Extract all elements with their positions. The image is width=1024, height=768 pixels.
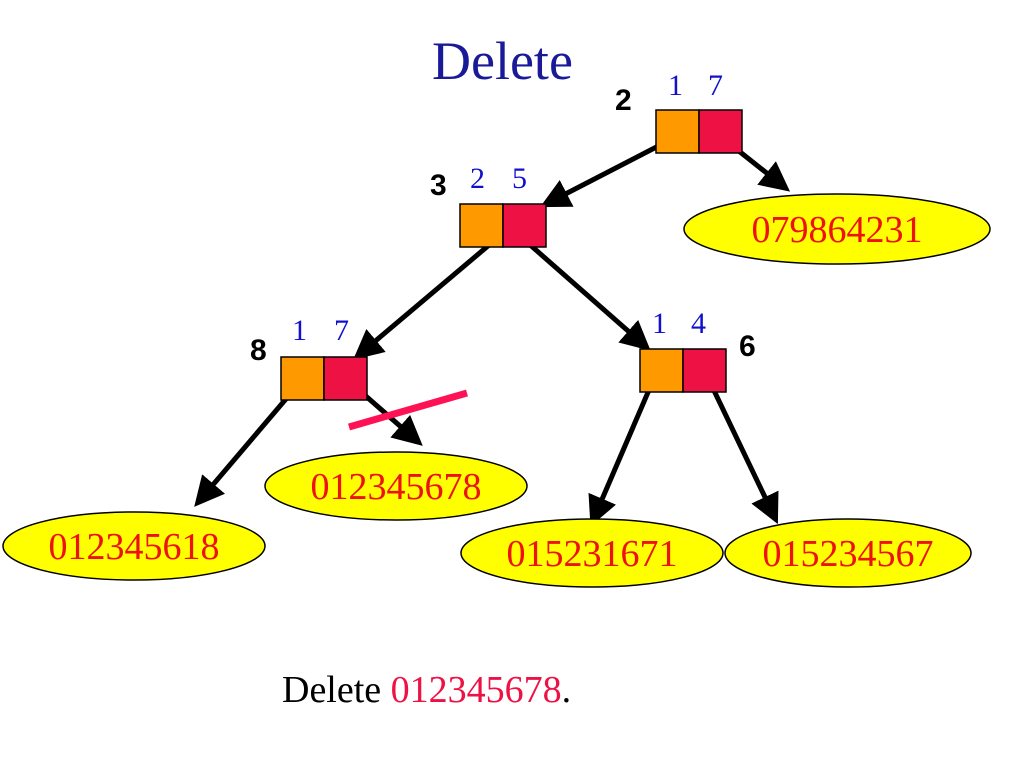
caption: Delete 012345678. (282, 668, 571, 712)
edge-n6-to-leaf-015234567 (705, 376, 779, 525)
node-left-half (280, 356, 325, 401)
right-value: 7 (334, 314, 349, 347)
leaf-ellipse (264, 451, 528, 521)
leaf-key: 015231671 (507, 533, 678, 575)
node-left-half (639, 348, 684, 393)
left-value: 1 (652, 307, 667, 340)
edge-n3-to-n6 (518, 234, 651, 351)
leaf-key: 015234567 (763, 533, 934, 575)
node-root: 2 1 7 (615, 69, 743, 154)
leaf-012345618: 012345618 (2, 511, 266, 581)
node-8: 8 1 7 (250, 314, 368, 401)
edge-n6-to-leaf-015231671 (588, 375, 658, 527)
node-6: 6 1 4 (639, 307, 756, 393)
leaf-ellipse (460, 518, 724, 588)
bit-index: 2 (615, 84, 632, 117)
edge-root-to-n3 (540, 137, 672, 208)
edge-n3-to-n8 (353, 238, 497, 360)
leaf-key: 012345618 (49, 526, 220, 568)
leaf-ellipse (683, 193, 991, 265)
node-right-half (682, 348, 727, 393)
right-value: 5 (512, 162, 527, 195)
bit-index: 8 (250, 334, 267, 367)
leaf-ellipse (724, 518, 972, 588)
leaf-015231671: 015231671 (460, 518, 724, 588)
leaf-key: 012345678 (311, 466, 482, 508)
caption-suffix: . (561, 669, 572, 711)
node-left-half (655, 109, 700, 154)
leaf-key: 079864231 (752, 209, 923, 251)
slide-title: Delete (432, 31, 573, 91)
caption-prefix: Delete (282, 669, 391, 711)
delete-strike (348, 389, 468, 431)
right-value: 4 (691, 307, 706, 340)
node-right-half (502, 203, 547, 248)
leaf-ellipse (2, 511, 266, 581)
bit-index: 6 (739, 330, 756, 363)
left-value: 1 (292, 314, 307, 347)
edge-n8-to-leaf-012345618 (194, 384, 299, 507)
right-value: 7 (708, 69, 723, 102)
leaf-015234567: 015234567 (724, 518, 972, 588)
left-value: 1 (668, 69, 683, 102)
bit-index: 3 (430, 169, 447, 202)
left-value: 2 (470, 162, 485, 195)
node-right-half (698, 109, 743, 154)
leaf-079864231: 079864231 (683, 193, 991, 265)
caption-key: 012345678 (390, 669, 562, 711)
leaf-012345678: 012345678 (264, 451, 528, 521)
node-3: 3 2 5 (430, 162, 547, 248)
node-left-half (459, 203, 504, 248)
node-right-half (323, 356, 368, 401)
